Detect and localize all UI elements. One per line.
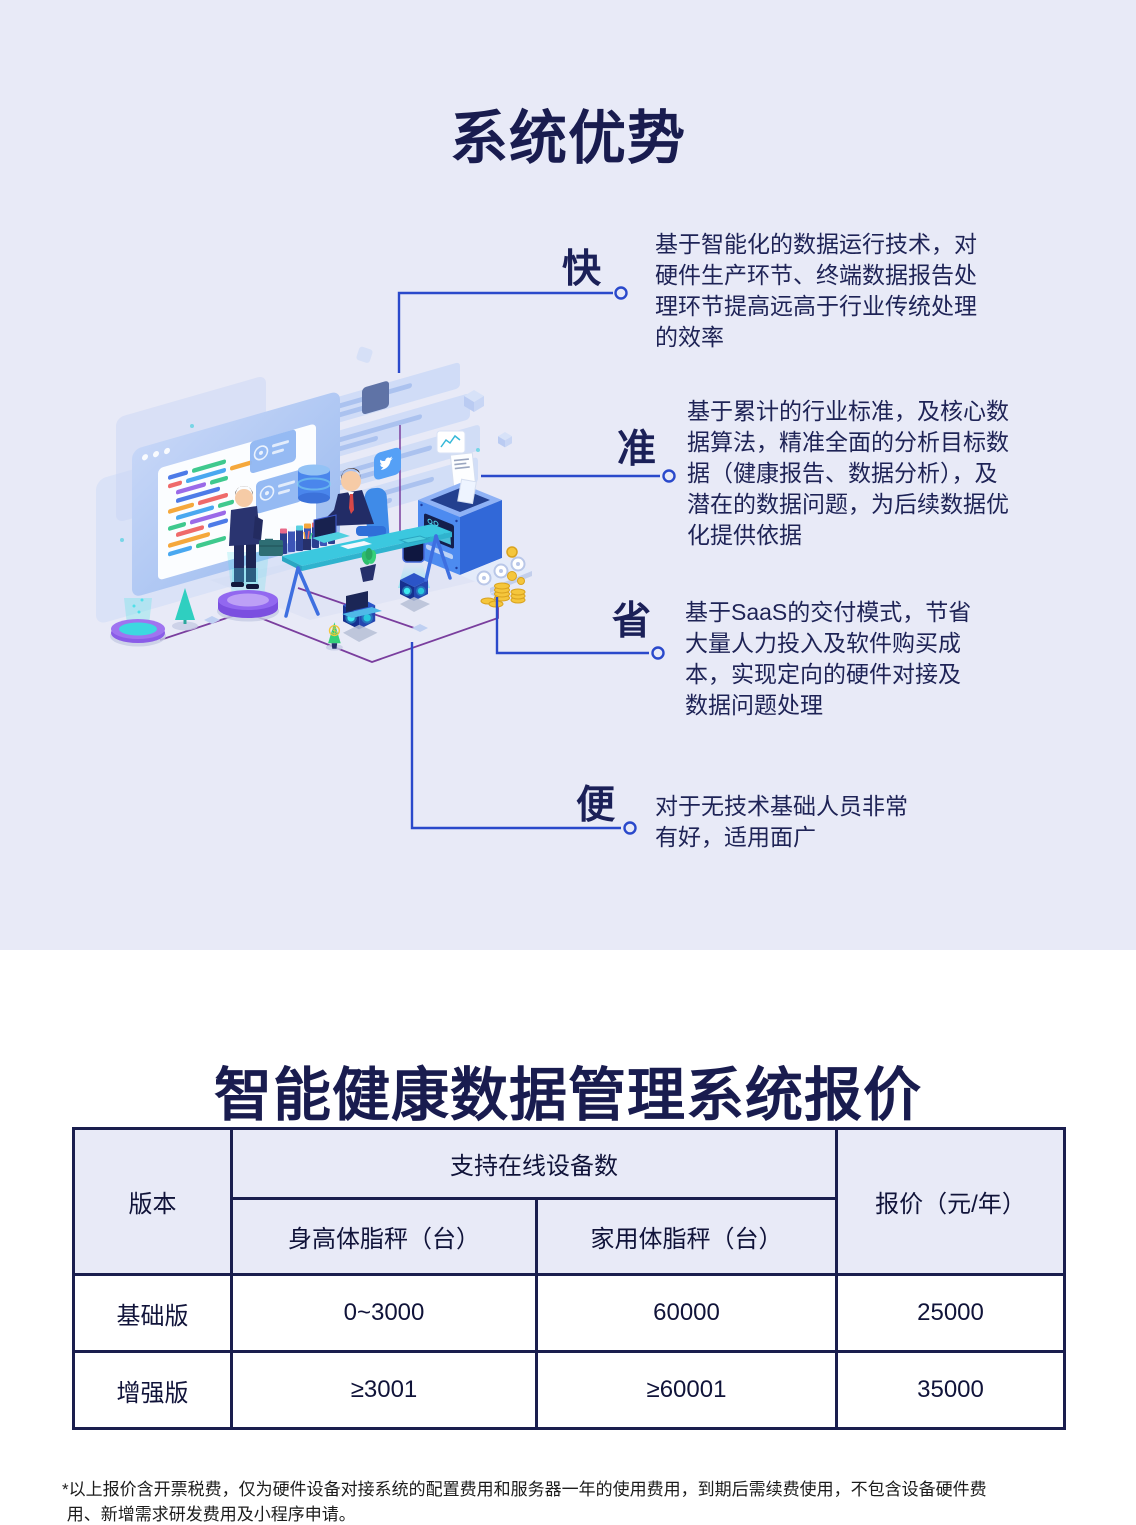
advantage-glyph-save: 省: [612, 600, 652, 643]
cell-device1: ≥3001: [230, 1350, 538, 1430]
twitter-icon: [374, 447, 401, 480]
table-row-basic: 基础版 0~3000 60000 25000: [72, 1273, 1066, 1353]
table-header-row-sub: 身高体脂秤（台） 家用体脂秤（台）: [74, 1197, 1065, 1276]
desk: [280, 514, 452, 618]
advantage-glyph-accurate: 准: [617, 428, 657, 471]
user-cards: [250, 429, 302, 514]
iot-cube-icon: [400, 573, 430, 612]
tablet-icon: [398, 535, 430, 544]
database-icon: [297, 464, 331, 504]
cell-device2: 60000: [535, 1273, 838, 1353]
paper-icon: [340, 541, 372, 549]
connector-dot-accurate: [662, 469, 676, 483]
pricing-title: 智能健康数据管理系统报价: [213, 1063, 922, 1129]
seated-person: [322, 468, 390, 543]
laptop-icon: [312, 514, 350, 543]
pricing-section: 智能健康数据管理系统报价 版本 支持在线设备数 报价（元/年） 身高体脂秤（台）…: [0, 950, 1136, 1525]
money-plant-icon: $: [326, 622, 343, 651]
plant-icon: [360, 548, 377, 582]
col-header-device2: 家用体脂秤（台）: [535, 1197, 838, 1276]
pencil-cup-icon: [303, 530, 313, 550]
floor-laptop-icon: [342, 591, 382, 618]
roller-icon: [476, 556, 526, 586]
cell-device2: ≥60001: [535, 1350, 838, 1430]
standing-person: [217, 486, 283, 622]
cell-price: 25000: [835, 1273, 1066, 1353]
advantage-text-save: 基于SaaS的交付模式，节省 大量人力投入及软件购买成 本，实现定向的硬件对接及…: [685, 599, 972, 718]
connector-dot-fast: [614, 286, 628, 300]
cell-version: 增强版: [72, 1350, 233, 1430]
chart-card-icon: [436, 430, 466, 454]
connector-dot-save: [651, 646, 665, 660]
advantages-section: 系统优势: [0, 0, 1136, 950]
connector-line-save: [495, 597, 649, 655]
col-header-devices-group: 支持在线设备数: [230, 1127, 838, 1200]
cell-price: 35000: [835, 1350, 1066, 1430]
advantage-glyph-fast: 快: [562, 248, 602, 291]
col-header-device1: 身高体脂秤（台）: [230, 1197, 538, 1276]
advantage-text-accurate: 基于累计的行业标准，及核心数 据算法，精准全面的分析目标数 据（健康报告、数据分…: [687, 398, 1009, 548]
connector-line-convenient: [410, 642, 621, 830]
advantage-text-fast: 基于智能化的数据运行技术，对 硬件生产环节、终端数据报告处 理环节提高远高于行业…: [655, 231, 977, 350]
col-header-price: 报价（元/年）: [835, 1127, 1066, 1276]
svg-text:$: $: [332, 626, 337, 636]
table-row-enhanced: 增强版 ≥3001 ≥60001 35000: [72, 1350, 1066, 1430]
briefcase-icon: [259, 538, 283, 556]
pricing-footnote: *以上报价含开票税费，仅为硬件设备对接系统的配置费用和服务器一年的使用费用，到期…: [62, 1480, 987, 1524]
tree-icon: [172, 588, 198, 631]
advantage-text-convenient: 对于无技术基础人员非常 有好，适用面广: [655, 793, 908, 850]
cell-device1: 0~3000: [230, 1273, 538, 1353]
page-title: 系统优势: [449, 105, 686, 171]
advantage-glyph-convenient: 便: [576, 784, 616, 827]
pricing-table: 版本 支持在线设备数 报价（元/年） 身高体脂秤（台） 家用体脂秤（台） 基础版…: [72, 1127, 1066, 1430]
cell-version: 基础版: [72, 1273, 233, 1353]
glow-pad-icon: [110, 598, 166, 647]
connector-dot-convenient: [623, 821, 637, 835]
table-header-row-group: 版本 支持在线设备数 报价（元/年）: [72, 1127, 1066, 1276]
slate-tile: [362, 381, 389, 415]
connector-lines: [397, 286, 676, 835]
connector-line-fast: [397, 291, 613, 373]
col-header-version: 版本: [72, 1127, 233, 1276]
